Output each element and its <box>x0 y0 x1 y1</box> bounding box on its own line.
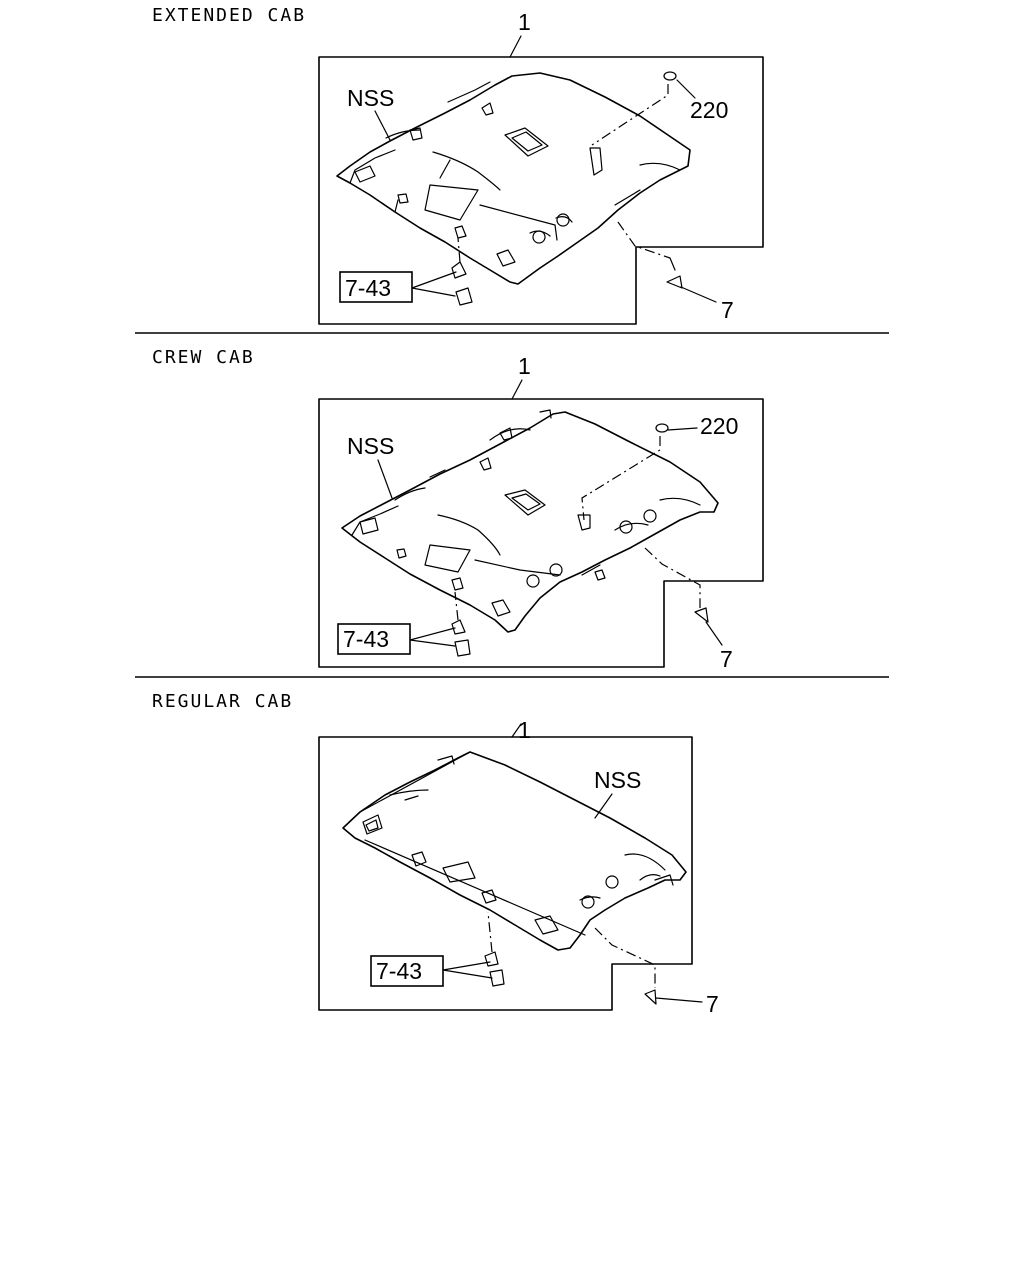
illustration-frame <box>318 398 764 668</box>
headliner-panel <box>336 72 691 285</box>
section-extended-cab: EXTENDED CAB 220 1 NSS 7-4 <box>152 5 764 325</box>
headliner-panel <box>342 751 687 951</box>
callout-7: 7 <box>720 646 733 672</box>
callout-7-43: 7-43 <box>343 626 389 652</box>
illustration-frame <box>318 56 764 325</box>
callout-220: 220 <box>700 413 738 439</box>
section-crew-cab: CREW CAB 220 1 NSS 7-43 <box>152 347 764 672</box>
reference-box-7-43 <box>370 955 444 987</box>
clip-220-part <box>591 71 677 146</box>
callout-220: 220 <box>690 97 728 123</box>
section-title: REGULAR CAB <box>152 691 293 712</box>
clip-220-part <box>581 423 669 521</box>
callout-1: 1 <box>518 9 531 35</box>
callout-7-43: 7-43 <box>376 958 422 984</box>
callout-1: 1 <box>518 353 531 379</box>
callout-1: 1 <box>518 717 531 743</box>
callout-nss: NSS <box>347 433 394 459</box>
callout-7-43: 7-43 <box>345 275 391 301</box>
section-title: CREW CAB <box>152 347 255 368</box>
callout-nss: NSS <box>347 85 394 111</box>
callout-7: 7 <box>706 991 719 1017</box>
callout-7: 7 <box>721 297 734 323</box>
section-regular-cab: REGULAR CAB 1 NSS 7-43 7 <box>152 691 719 1017</box>
reference-box-7-43 <box>339 271 413 303</box>
callout-nss: NSS <box>594 767 641 793</box>
section-title: EXTENDED CAB <box>152 5 306 26</box>
headliner-panel <box>341 409 719 633</box>
illustration-frame <box>318 736 693 1011</box>
reference-box-7-43 <box>337 623 411 655</box>
